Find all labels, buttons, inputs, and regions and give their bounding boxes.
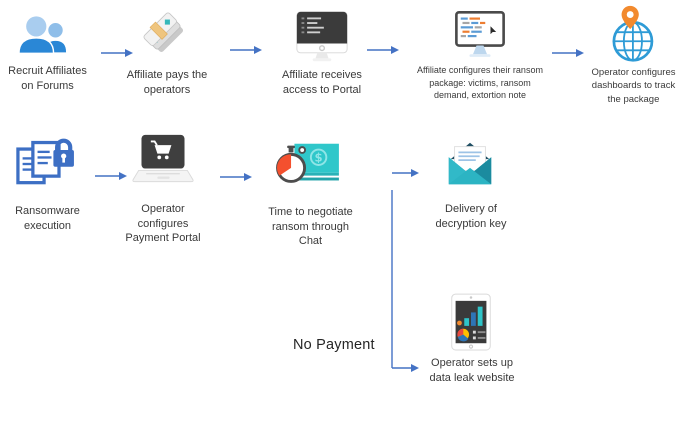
node-label-recruit: Recruit Affiliates on Forums xyxy=(8,65,87,92)
tablet-charts-icon xyxy=(445,292,497,354)
arrow-recruit-to-pay xyxy=(101,49,133,57)
node-label-negotiate: Time to negotiate ransom through Chat xyxy=(268,206,353,248)
node-label-data-leak: Operator sets up data leak website xyxy=(429,357,515,384)
globe-pin-icon xyxy=(603,2,661,66)
arrow-execution-to-paymentportal xyxy=(95,172,127,180)
people-icon xyxy=(12,12,74,62)
monitor-code-icon xyxy=(292,10,352,64)
arrow-portal-to-package xyxy=(367,46,399,54)
node-label-payment-portal: Operator configures Payment Portal xyxy=(125,203,201,245)
node-label-pay: Affiliate pays the operators xyxy=(126,69,208,96)
node-label-dashboards: Operator configures dashboards to track … xyxy=(591,67,676,105)
no-payment-label: No Payment xyxy=(293,337,375,353)
branch-connector xyxy=(391,169,419,372)
laptop-cart-icon xyxy=(129,133,197,191)
svg-text:$: $ xyxy=(315,151,323,165)
arrow-package-to-dashboards xyxy=(552,49,584,57)
monitor-editor-icon xyxy=(452,10,508,60)
node-label-decryption-key: Delivery of decryption key xyxy=(435,203,507,230)
stopwatch-money-icon: $ xyxy=(271,136,343,194)
node-label-ransom-package: Affiliate configures their ransom packag… xyxy=(417,65,543,101)
documents-lock-icon xyxy=(14,136,76,192)
node-label-execution: Ransomware execution xyxy=(15,205,80,232)
arrow-pay-to-portal xyxy=(230,46,262,54)
node-label-portal-access: Affiliate receives access to Portal xyxy=(282,69,362,96)
arrow-paymentportal-to-negotiate xyxy=(220,173,252,181)
envelope-icon xyxy=(441,136,499,190)
money-stack-icon xyxy=(138,6,192,62)
